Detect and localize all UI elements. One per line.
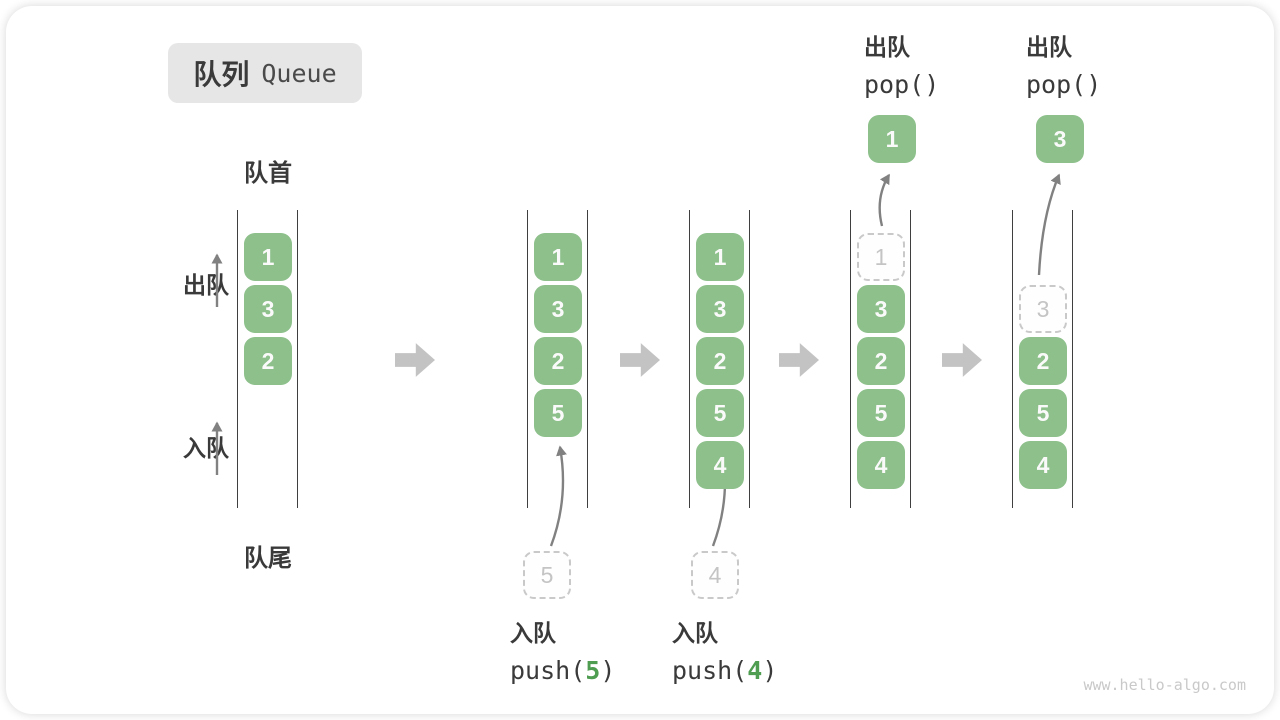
queue-cell: 2 [696,337,744,385]
caption-code: push(4) [672,656,777,685]
code-text: pop( [864,70,925,99]
queue-channel [850,210,911,508]
queue-cell: 5 [857,389,905,437]
code-arg: 5 [585,656,601,685]
code-text: push( [672,656,748,685]
code-text: ) [600,656,616,685]
queue-channel [689,210,750,508]
queue-channel [527,210,588,508]
queue-cell: 2 [857,337,905,385]
queue-cell: 3 [696,285,744,333]
queue-cell: 3 [244,285,292,333]
queue-channel [237,210,298,508]
caption-action: 入队 [672,620,718,646]
pop-caption: 出队 pop() [864,28,939,99]
title-box: 队列 Queue [168,43,362,103]
caption-action: 出队 [1026,34,1072,60]
queue-cell: 3 [534,285,582,333]
queue-cell: 2 [534,337,582,385]
queue-cell: 1 [696,233,744,281]
title-zh: 队列 [193,59,250,90]
caption-code: pop() [864,70,939,99]
pop-caption: 出队 pop() [1026,28,1101,99]
push-caption: 入队 push(5) [510,614,615,685]
incoming-cell: 5 [523,551,571,599]
label-enqueue: 入队 [183,435,229,461]
watermark: www.hello-algo.com [1083,676,1246,694]
code-text: pop( [1026,70,1087,99]
label-queue-rear: 队尾 [244,545,292,572]
code-text: ) [1086,70,1102,99]
caption-code: pop() [1026,70,1101,99]
state-transition-arrow [620,343,660,377]
label-dequeue: 出队 [183,272,229,298]
queue-cell: 2 [1019,337,1067,385]
queue-cell: 4 [696,441,744,489]
queue-cell: 1 [244,233,292,281]
state-transition-arrow [395,343,435,377]
popped-cell: 3 [1036,115,1084,163]
caption-code: push(5) [510,656,615,685]
queue-cell: 3 [857,285,905,333]
state-transition-arrow [779,343,819,377]
caption-action: 入队 [510,620,556,646]
caption-action: 出队 [864,34,910,60]
queue-cell: 1 [534,233,582,281]
code-text: ) [924,70,940,99]
popped-cell: 1 [868,115,916,163]
code-arg: 4 [747,656,763,685]
push-caption: 入队 push(4) [672,614,777,685]
queue-cell: 5 [696,389,744,437]
label-queue-front: 队首 [244,160,292,187]
queue-channel [1012,210,1073,508]
queue-cell: 2 [244,337,292,385]
queue-cell: 5 [534,389,582,437]
queue-cell-ghost: 1 [857,233,905,281]
state-transition-arrow [942,343,982,377]
title-en: Queue [261,58,337,88]
queue-cell: 5 [1019,389,1067,437]
queue-cell-ghost: 3 [1019,285,1067,333]
incoming-cell: 4 [691,551,739,599]
code-text: ) [762,656,778,685]
code-text: push( [510,656,586,685]
queue-cell: 4 [857,441,905,489]
queue-cell: 4 [1019,441,1067,489]
